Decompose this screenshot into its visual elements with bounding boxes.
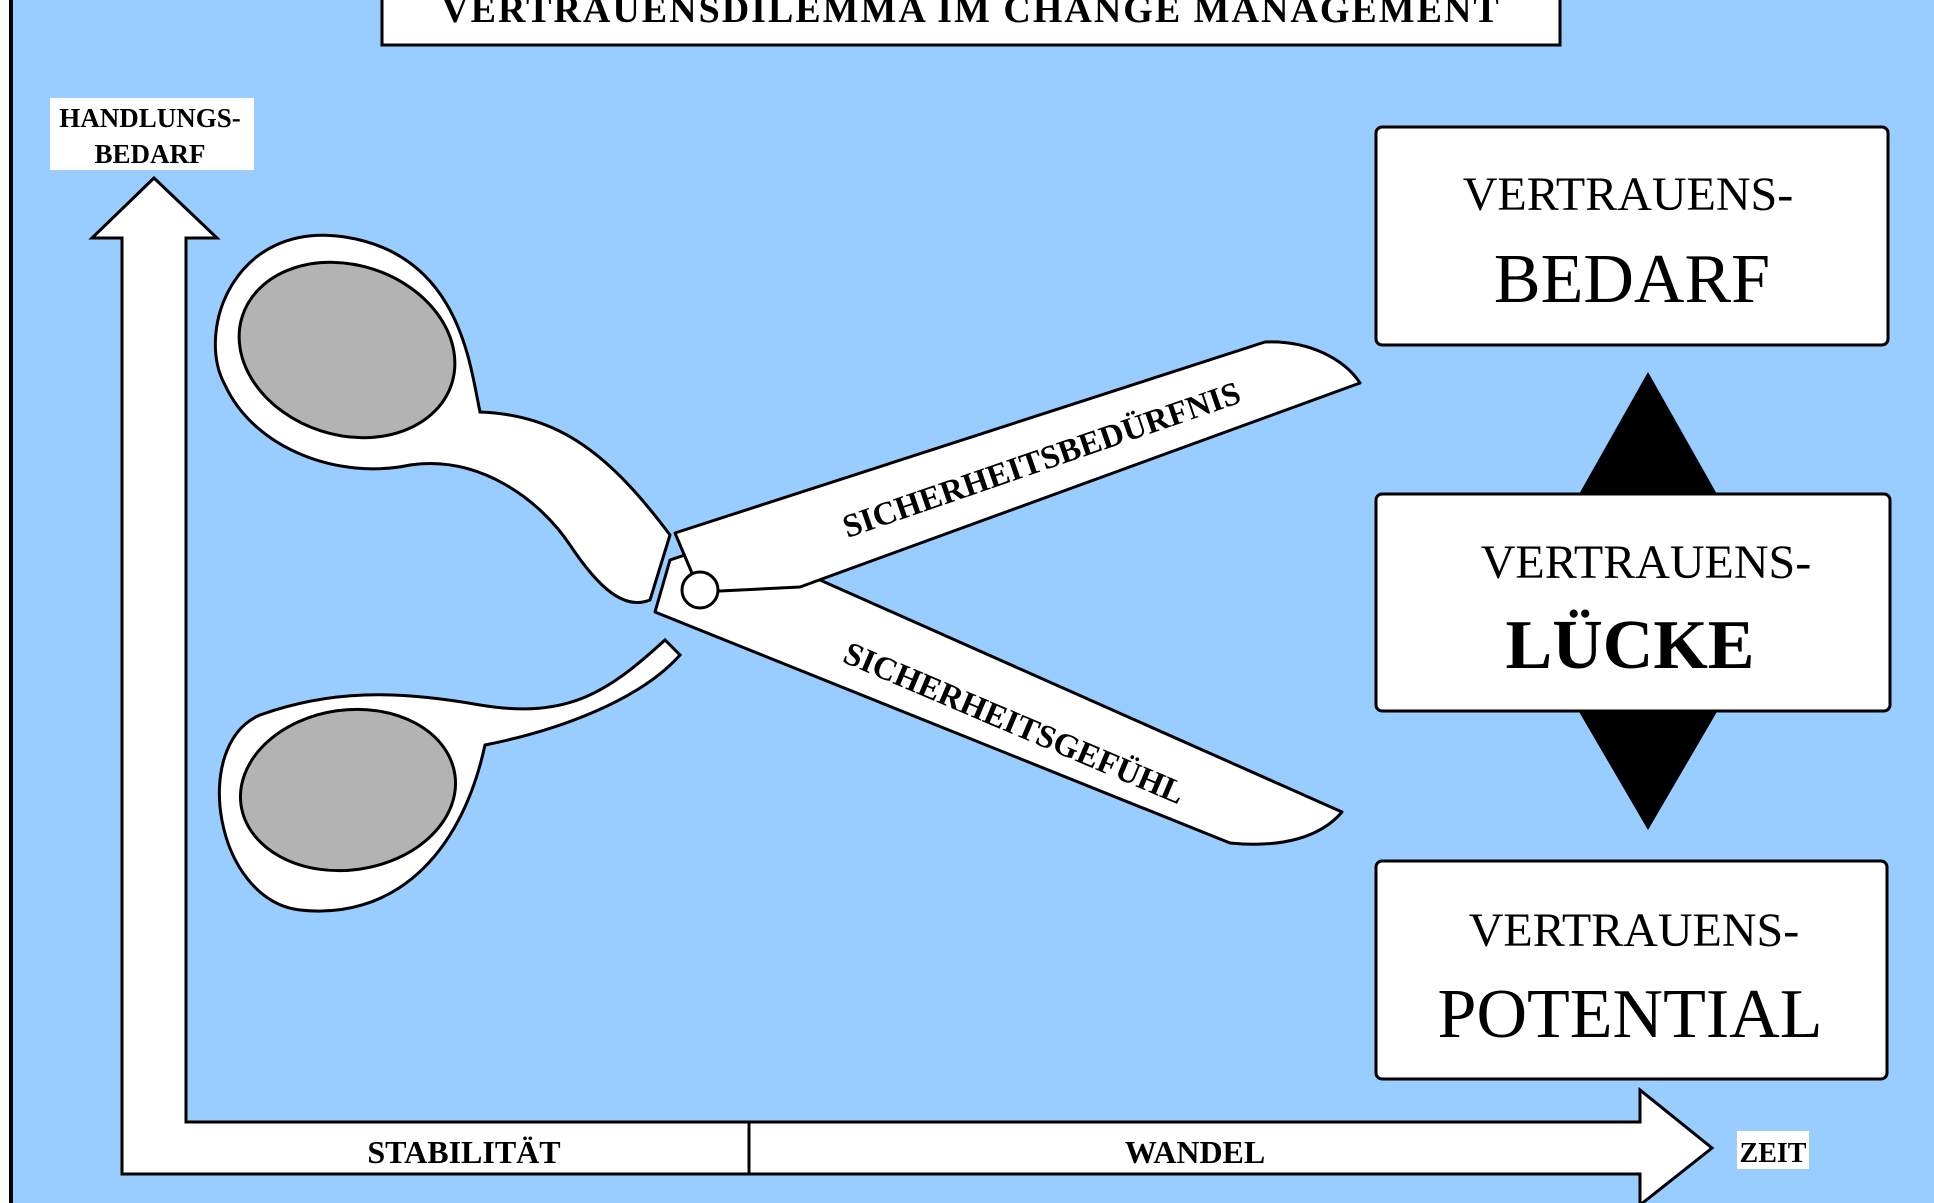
scissors-upper-blade (673, 340, 1362, 594)
trust-demand-box: VERTRAUENS- BEDARF (1374, 125, 1890, 347)
trust-potential-word: POTENTIAL (1438, 976, 1823, 1053)
y-axis-label: HANDLUNGS- BEDARF (50, 98, 254, 170)
trust-potential-box: VERTRAUENS- POTENTIAL (1374, 859, 1889, 1081)
trust-potential-prefix: VERTRAUENS- (1469, 904, 1799, 957)
trust-demand-word: BEDARF (1494, 241, 1770, 318)
scissors-lower-blade (653, 538, 1344, 846)
scissors-lower-hole (238, 707, 458, 873)
trust-gap-word: LÜCKE (1506, 607, 1755, 684)
title-box: VERTRAUENSDILEMMA IM CHANGE MANAGEMENT (380, 0, 1562, 47)
trust-gap-prefix: VERTRAUENS- (1481, 536, 1811, 589)
y-axis-label-line1: HANDLUNGS- (59, 103, 241, 133)
x-axis-end-label: ZEIT (1740, 1138, 1807, 1169)
scissors-upper-hole (237, 260, 457, 440)
y-axis-label-line2: BEDARF (94, 139, 205, 169)
trust-gap-box: VERTRAUENS- LÜCKE (1374, 492, 1892, 713)
trust-demand-prefix: VERTRAUENS- (1463, 168, 1793, 221)
axis-arrows (88, 175, 1715, 1203)
page-title: VERTRAUENSDILEMMA IM CHANGE MANAGEMENT (441, 0, 1501, 31)
scissors-pivot (680, 570, 720, 610)
x-axis-end-label-bg (1737, 1131, 1809, 1169)
x-axis-stability-label: STABILITÄT (367, 1134, 560, 1170)
x-axis-change-label: WANDEL (1125, 1134, 1265, 1170)
